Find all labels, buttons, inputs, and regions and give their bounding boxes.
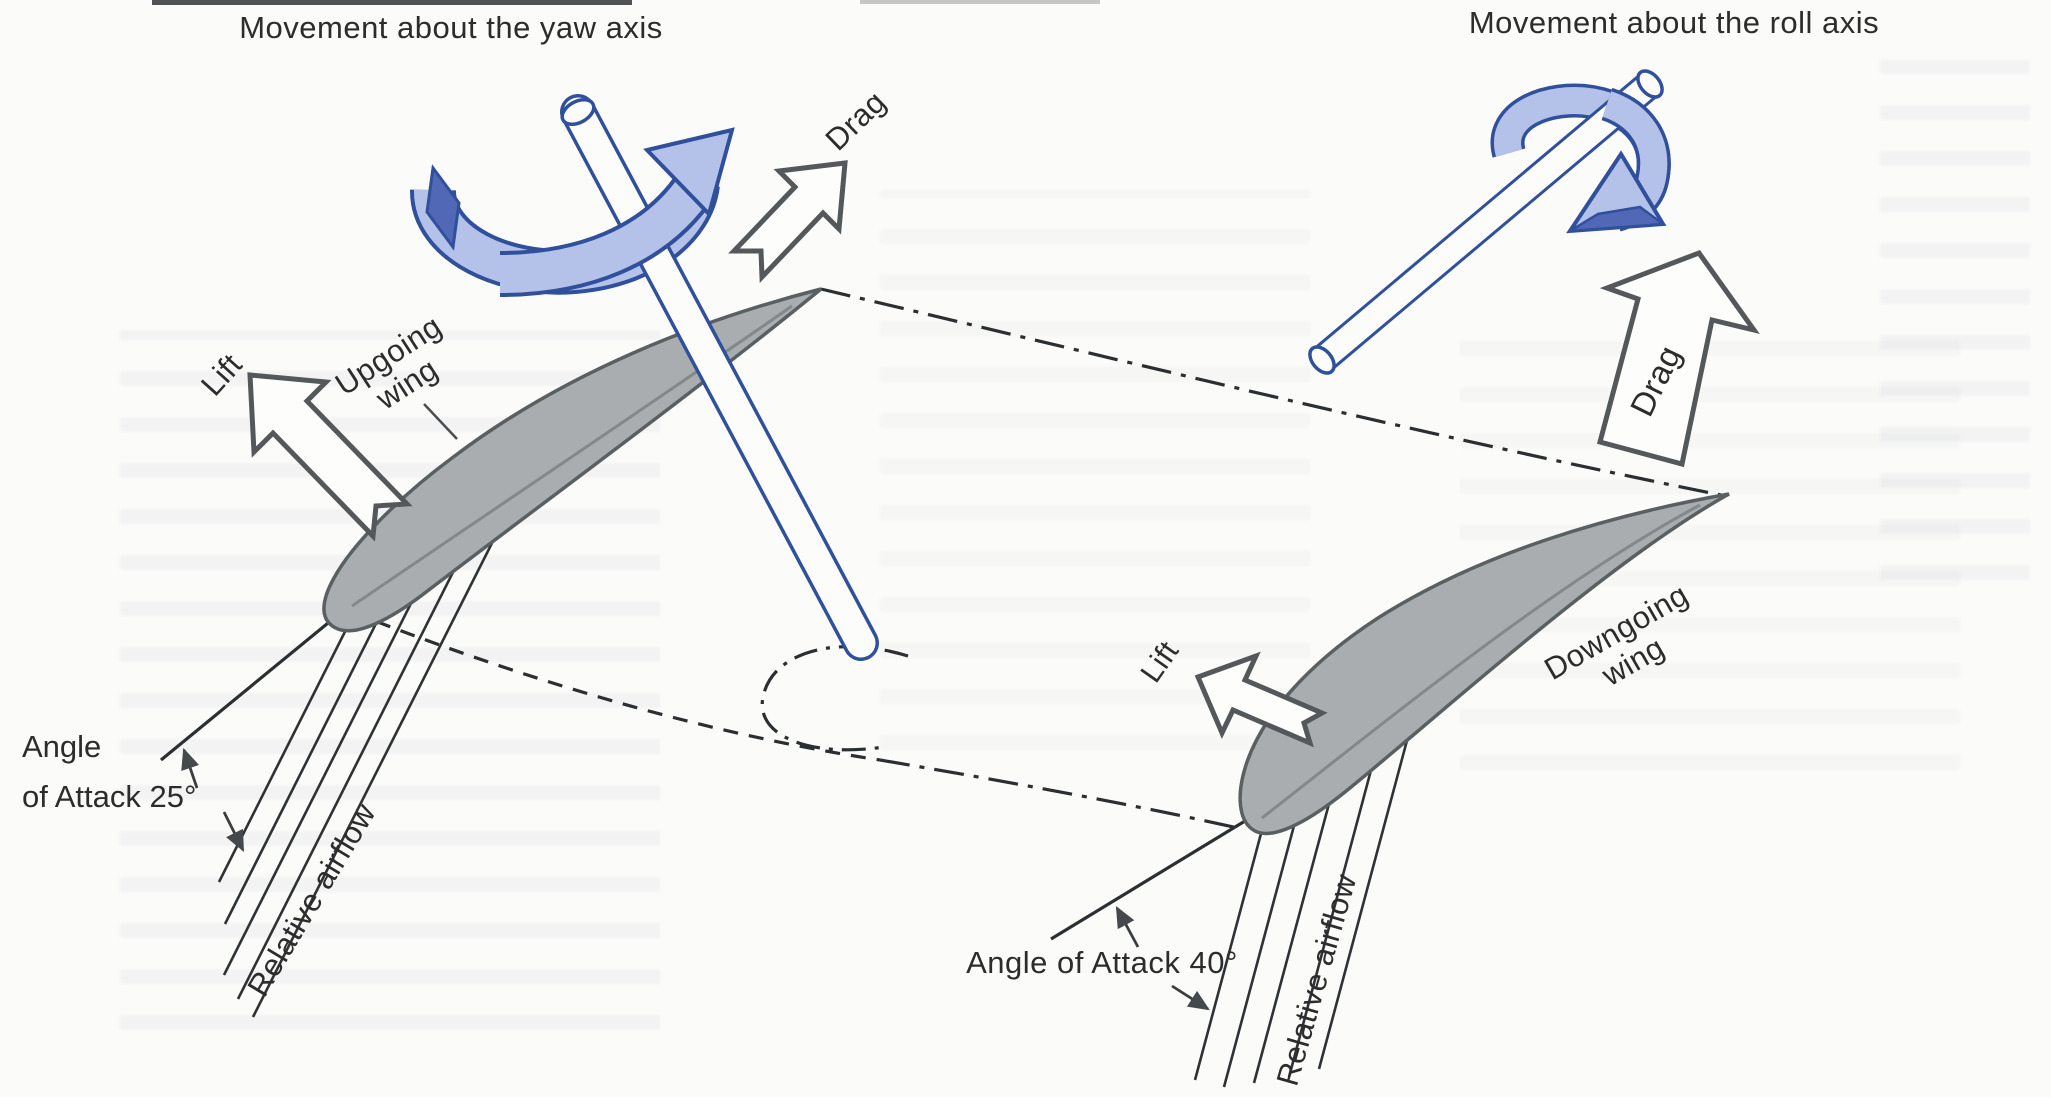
yaw-rotation-ribbon-front-fill [499,173,713,293]
trailing-edge-ghost-line [820,287,1727,498]
left-lift-arrow [247,372,413,542]
leading-edge-ghost-line-dashdot [879,758,1239,830]
airflow-arrow [1193,797,1274,1081]
left-aoa-label-line2: of Attack 25° [22,779,197,815]
roll-axis-rod-far-cap [1636,69,1664,99]
left-aoa-label-line1: Angle [22,729,102,764]
right-aoa-pointer-to-airflow [1171,984,1210,1011]
left-drag-arrow [728,160,848,284]
roll-axis-rod [1314,74,1658,370]
force-arrows [247,160,1760,748]
right-aoa-pointer-to-chord [1115,906,1140,948]
left-chord-line [159,603,352,762]
leading-edge-ghost-line-dashed [351,610,881,762]
yaw-axis-rod [563,97,876,658]
left-aoa-label: Angle of Attack 25° [22,722,196,822]
left-airfoil [322,287,823,633]
yaw-diagram-title: Movement about the yaw axis [239,9,663,45]
upgoing-wing-pointer-line [423,403,458,440]
roll-diagram-title: Movement about the roll axis [1468,4,1880,40]
right-aoa-label: Angle of Attack 40° [966,944,1238,980]
left-airfoil-body [322,287,823,633]
aoa-pointer-arrows [181,747,1210,1011]
right-chord-line [1050,819,1246,941]
yaw-ribbon-tail-fold [425,164,461,251]
left-aoa-pointer-to-airflow [222,811,245,853]
right-airfoil-body [1238,492,1730,836]
right-drag-arrow [1596,249,1760,468]
yaw-rotation-arrowhead [643,127,735,218]
roll-ribbon-head-fold [1569,205,1667,233]
left-airfoil-camber-line [351,304,793,608]
left-aoa-pointer-to-chord [181,747,200,789]
fuselage-nose-ghost-arc [760,645,909,752]
right-airfoil-camber-line [1261,503,1701,820]
roll-axis-rod-near-cap [1308,345,1336,375]
yaw-axis-assembly [410,94,879,661]
roll-axis-assembly [1308,69,1671,375]
right-lift-arrow [1194,651,1328,748]
right-airfoil [1238,492,1730,836]
yaw-axis-rod-top-cap [560,98,596,126]
